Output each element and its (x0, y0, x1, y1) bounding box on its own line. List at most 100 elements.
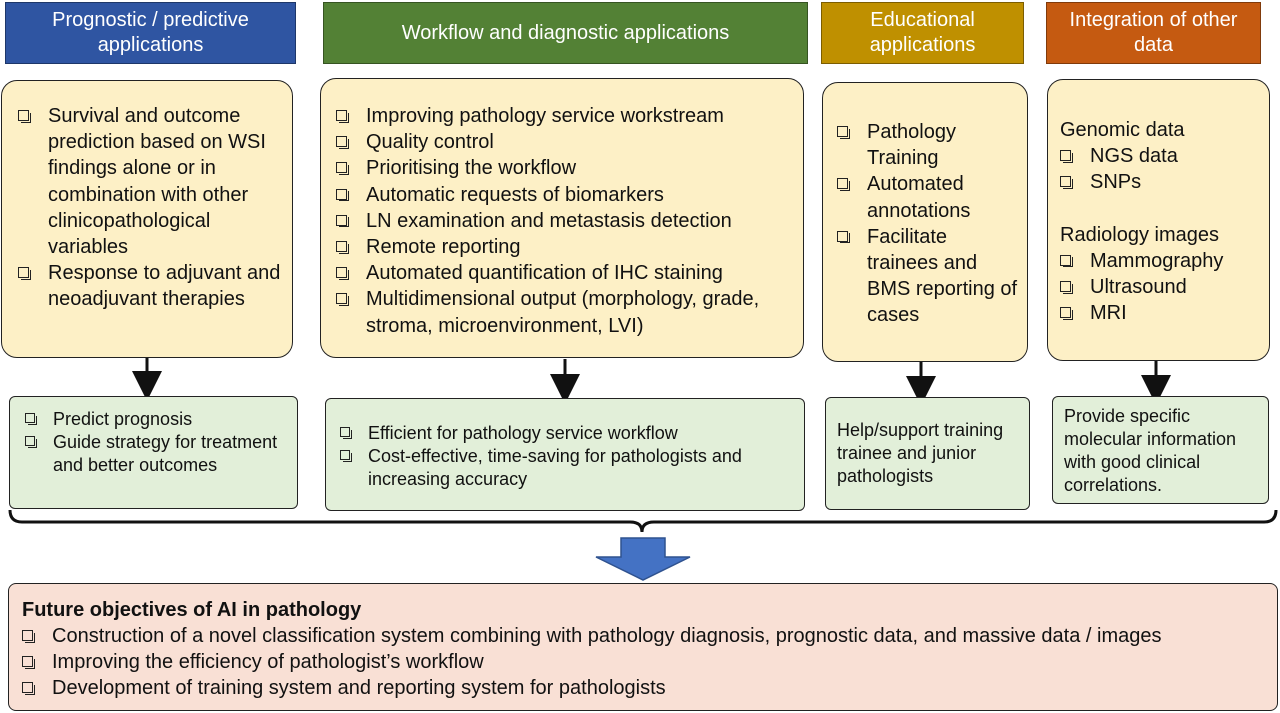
checkbox-bullet-icon (25, 436, 37, 448)
list-item-text: Automatic requests of biomarkers (366, 183, 664, 206)
checkbox-bullet-icon (340, 427, 352, 439)
list-item-text: Construction of a novel classification s… (52, 625, 1162, 647)
box-future-objectives: Future objectives of AI in pathology Con… (8, 583, 1278, 711)
header-integration-label: Integration of other data (1069, 9, 1238, 56)
checkbox-bullet-icon (336, 110, 349, 123)
checkbox-bullet-icon (18, 267, 31, 280)
checkbox-bullet-icon (22, 630, 35, 643)
list-item: Cost-effective, time-saving for patholog… (340, 445, 798, 491)
list-item-text: Automated quantification of IHC staining (366, 262, 723, 285)
list-item-text: Mammography (1090, 249, 1224, 272)
list-item-text: Automated annotations (867, 173, 971, 222)
list-item-text: Quality control (366, 131, 494, 154)
list-item: Survival and outcome prediction based on… (18, 103, 284, 260)
list-item-text: SNPs (1090, 171, 1142, 194)
future-objectives-title: Future objectives of AI in pathology (22, 599, 362, 621)
radiology-item-list: Mammography Ultrasound MRI (1060, 248, 1263, 327)
educational-item-list: Pathology Training Automated annotations… (837, 119, 1021, 329)
list-item: Improving pathology service workstream (336, 103, 797, 129)
header-educational: Educational applications (821, 2, 1024, 64)
bracket-brace (8, 509, 1278, 533)
checkbox-bullet-icon (1060, 254, 1073, 268)
list-item-text: Remote reporting (366, 236, 521, 259)
checkbox-bullet-icon (837, 126, 850, 139)
checkbox-bullet-icon (1060, 281, 1073, 294)
list-item-text: Efficient for pathology service workflow (368, 423, 678, 443)
checkbox-bullet-icon (340, 450, 352, 462)
list-item: LN examination and metastasis detection (336, 208, 797, 234)
checkbox-bullet-icon (336, 136, 349, 149)
list-item-text: Development of training system and repor… (52, 677, 666, 700)
down-arrow-blue (595, 537, 691, 581)
list-item: Multidimensional output (morphology, gra… (336, 286, 797, 338)
list-item: NGS data (1060, 143, 1263, 169)
checkbox-bullet-icon (336, 214, 349, 228)
list-item: Guide strategy for treatment and better … (25, 431, 291, 477)
list-item: Pathology Training (837, 119, 1021, 171)
list-item-text: Ultrasound (1090, 276, 1187, 299)
checkbox-bullet-icon (22, 656, 35, 669)
prognostic-item-list: Survival and outcome prediction based on… (18, 103, 284, 313)
list-item: Remote reporting (336, 234, 797, 260)
list-item-text: Pathology Training (867, 121, 956, 170)
checkbox-bullet-icon (1060, 176, 1073, 189)
checkbox-bullet-icon (837, 178, 850, 191)
list-item: Facilitate trainees and BMS reporting of… (837, 224, 1021, 329)
box-integration-data: Genomic data NGS data SNPs Radiology ima… (1047, 79, 1270, 361)
box-prognostic-applications: Survival and outcome prediction based on… (1, 80, 293, 358)
checkbox-bullet-icon (336, 241, 349, 254)
integration-outcome-text: Provide specific molecular information w… (1064, 406, 1237, 495)
genomic-data-title: Genomic data (1060, 119, 1185, 141)
list-item: Quality control (336, 129, 797, 155)
list-item: Automatic requests of biomarkers (336, 182, 797, 208)
list-item: Automated annotations (837, 171, 1021, 223)
list-item: Predict prognosis (25, 408, 291, 431)
list-item: Response to adjuvant and neoadjuvant the… (18, 260, 284, 312)
list-item-text: Prioritising the workflow (366, 157, 577, 180)
list-item: Efficient for pathology service workflow (340, 422, 798, 445)
list-item-text: NGS data (1090, 145, 1178, 168)
list-item: Prioritising the workflow (336, 155, 797, 181)
box-educational-applications: Pathology Training Automated annotations… (822, 82, 1028, 362)
list-item-text: Cost-effective, time-saving for patholog… (368, 446, 742, 489)
box-integration-outcome: Provide specific molecular information w… (1052, 396, 1269, 504)
educational-outcome-text: Help/support training trainee and junior… (837, 420, 1004, 486)
checkbox-bullet-icon (22, 682, 35, 695)
box-prognostic-outcomes: Predict prognosis Guide strategy for tre… (9, 396, 298, 509)
checkbox-bullet-icon (336, 293, 349, 306)
header-integration: Integration of other data (1046, 2, 1261, 64)
list-item: Improving the efficiency of pathologist’… (22, 649, 1271, 675)
list-item: Development of training system and repor… (22, 675, 1271, 701)
workflow-item-list: Improving pathology service workstream Q… (336, 103, 797, 339)
future-objectives-list: Construction of a novel classification s… (22, 623, 1271, 702)
header-workflow: Workflow and diagnostic applications (323, 2, 808, 64)
genomic-item-list: NGS data SNPs (1060, 143, 1263, 195)
list-item: Automated quantification of IHC staining (336, 260, 797, 286)
list-item-text: Response to adjuvant and neoadjuvant the… (48, 262, 281, 311)
list-item: Mammography (1060, 248, 1263, 274)
checkbox-bullet-icon (336, 188, 349, 202)
list-item-text: Predict prognosis (53, 409, 193, 429)
checkbox-bullet-icon (25, 413, 37, 425)
list-item: SNPs (1060, 169, 1263, 195)
list-item-text: Improving pathology service workstream (366, 105, 724, 127)
list-item-text: Facilitate trainees and BMS reporting of… (867, 225, 1018, 327)
header-prognostic-label: Prognostic / predictive applications (52, 9, 249, 56)
list-item-text: Guide strategy for treatment and better … (53, 432, 278, 475)
list-item-text: Survival and outcome prediction based on… (48, 105, 266, 259)
box-educational-outcome: Help/support training trainee and junior… (825, 397, 1030, 510)
header-prognostic: Prognostic / predictive applications (5, 2, 296, 64)
header-educational-label: Educational applications (869, 9, 976, 56)
list-item: MRI (1060, 300, 1263, 326)
workflow-outcome-list: Efficient for pathology service workflow… (340, 422, 798, 491)
checkbox-bullet-icon (18, 110, 31, 123)
radiology-images-title: Radiology images (1060, 223, 1219, 246)
list-item-text: MRI (1090, 302, 1127, 325)
checkbox-bullet-icon (837, 230, 850, 244)
checkbox-bullet-icon (1060, 307, 1073, 320)
checkbox-bullet-icon (336, 267, 349, 280)
list-item: Construction of a novel classification s… (22, 623, 1271, 649)
box-workflow-outcomes: Efficient for pathology service workflow… (325, 398, 805, 511)
list-item-text: Improving the efficiency of pathologist’… (52, 651, 484, 674)
